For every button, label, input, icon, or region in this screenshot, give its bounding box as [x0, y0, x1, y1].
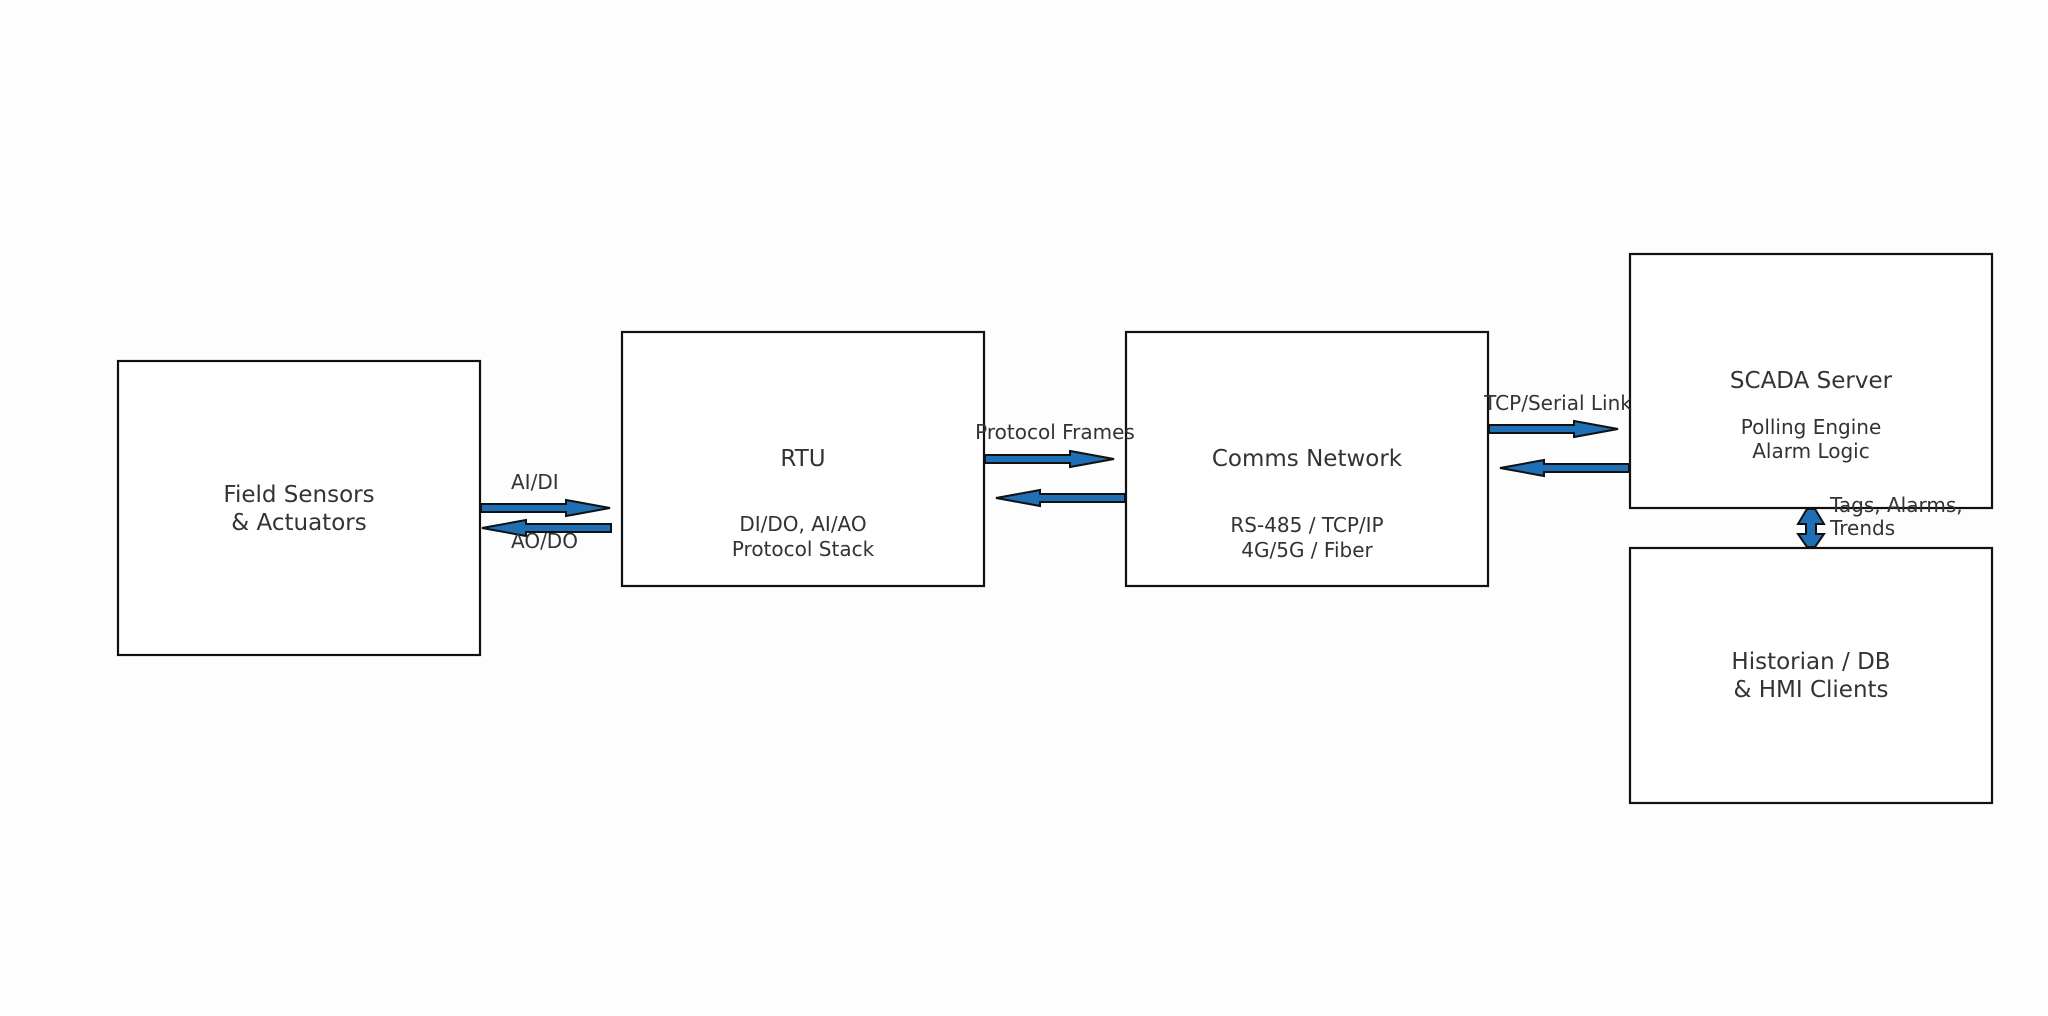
node-comms-network-box	[1124, 330, 1490, 588]
node-comms-network-title: Comms Network	[1212, 446, 1403, 472]
arrow-rtu-to-comms	[984, 449, 1115, 469]
edge-label-ao-do: AO/DO	[511, 529, 578, 553]
node-historian[interactable]: Historian / DB & HMI Clients	[1628, 546, 1994, 805]
node-rtu-title: RTU	[780, 446, 825, 472]
node-historian-box	[1628, 546, 1994, 805]
edge-label-tags-alarms: Tags, Alarms,	[1829, 493, 1963, 517]
edge-label-protocol-frames: Protocol Frames	[975, 420, 1135, 444]
node-field-sensors-box	[116, 359, 482, 657]
node-scada-server-sub-2: Alarm Logic	[1752, 439, 1869, 463]
node-comms-network-sub-1: RS-485 / TCP/IP	[1230, 513, 1383, 537]
node-scada-server-title: SCADA Server	[1730, 368, 1893, 394]
node-historian-label-1: Historian / DB	[1731, 649, 1890, 675]
arrow-scada-historian	[1796, 508, 1826, 548]
arrow-rtu-to-field	[481, 518, 612, 538]
node-rtu-sub-2: Protocol Stack	[732, 537, 875, 561]
edge-label-trends: Trends	[1829, 516, 1895, 540]
arrow-scada-to-comms	[1499, 458, 1630, 478]
arrow-comms-to-scada	[1488, 419, 1619, 439]
node-rtu-box	[620, 330, 986, 588]
node-field-sensors[interactable]: Field Sensors & Actuators	[116, 359, 482, 657]
edge-label-ai-di: AI/DI	[511, 470, 559, 494]
node-field-sensors-label-2: & Actuators	[231, 510, 366, 536]
node-scada-server[interactable]: SCADA Server Polling Engine Alarm Logic	[1628, 252, 1994, 510]
node-comms-network[interactable]: Comms Network RS-485 / TCP/IP 4G/5G / Fi…	[1124, 330, 1490, 588]
arrow-comms-to-rtu	[995, 488, 1126, 508]
edge-label-tcp-serial-link: TCP/Serial Link	[1483, 391, 1632, 415]
node-comms-network-sub-2: 4G/5G / Fiber	[1241, 538, 1373, 562]
node-rtu[interactable]: RTU DI/DO, AI/AO Protocol Stack	[620, 330, 986, 588]
arrow-field-to-rtu	[480, 498, 611, 518]
node-field-sensors-label-1: Field Sensors	[223, 482, 374, 508]
node-rtu-sub-1: DI/DO, AI/AO	[739, 512, 866, 536]
node-historian-label-2: & HMI Clients	[1733, 677, 1888, 703]
node-scada-server-box	[1628, 252, 1994, 510]
node-scada-server-sub-1: Polling Engine	[1741, 415, 1882, 439]
